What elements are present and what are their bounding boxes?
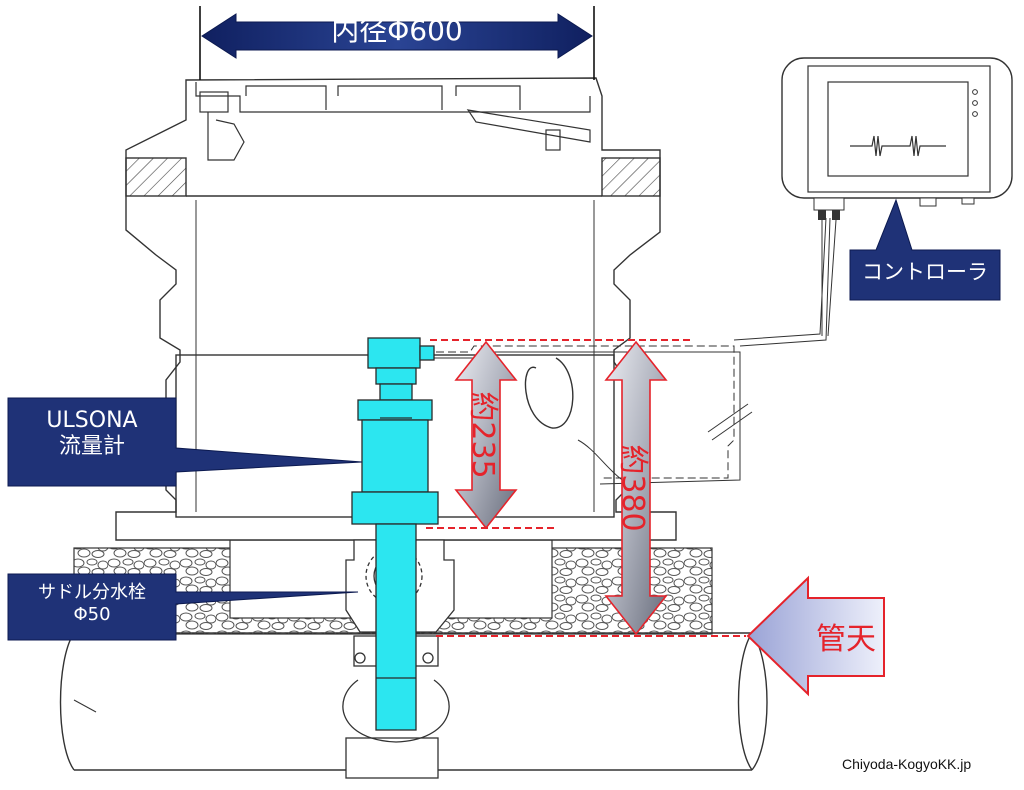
pipe-top-arrow <box>746 575 885 697</box>
controller-label: コントローラ <box>862 260 988 284</box>
flowmeter-callout <box>7 397 363 487</box>
dimension-380-arrow <box>604 340 668 636</box>
inner-diameter-label: 内径Φ600 <box>331 14 463 47</box>
dimension-guides <box>426 339 746 637</box>
saddle-label: サドル分水栓 Φ50 <box>8 582 176 625</box>
controller-device <box>781 57 1013 337</box>
saddle-label-line1: サドル分水栓 <box>38 582 146 603</box>
flowmeter-body <box>351 337 439 731</box>
saddle-label-line2: Φ50 <box>73 603 111 625</box>
inner-diameter-dimension <box>199 6 595 80</box>
dimension-235-label: 約235 <box>465 391 500 479</box>
credit-text: Chiyoda-KogyoKK.jp <box>842 756 972 772</box>
saddle-callout <box>7 573 359 641</box>
flowmeter-label: ULSONA 流量計 <box>8 408 176 461</box>
manhole-lid <box>195 82 591 161</box>
flowmeter-label-line2: 流量計 <box>58 434 125 460</box>
dimension-380-label: 約380 <box>615 444 650 532</box>
dimension-235-arrow <box>454 340 518 530</box>
signal-cable <box>430 217 831 491</box>
inner-diameter-arrow <box>201 13 593 59</box>
controller-callout <box>849 198 1001 301</box>
waveform-icon <box>850 135 946 157</box>
flowmeter-label-line1: ULSONA <box>46 408 138 433</box>
pipe-top-label: 管天 <box>816 622 876 657</box>
